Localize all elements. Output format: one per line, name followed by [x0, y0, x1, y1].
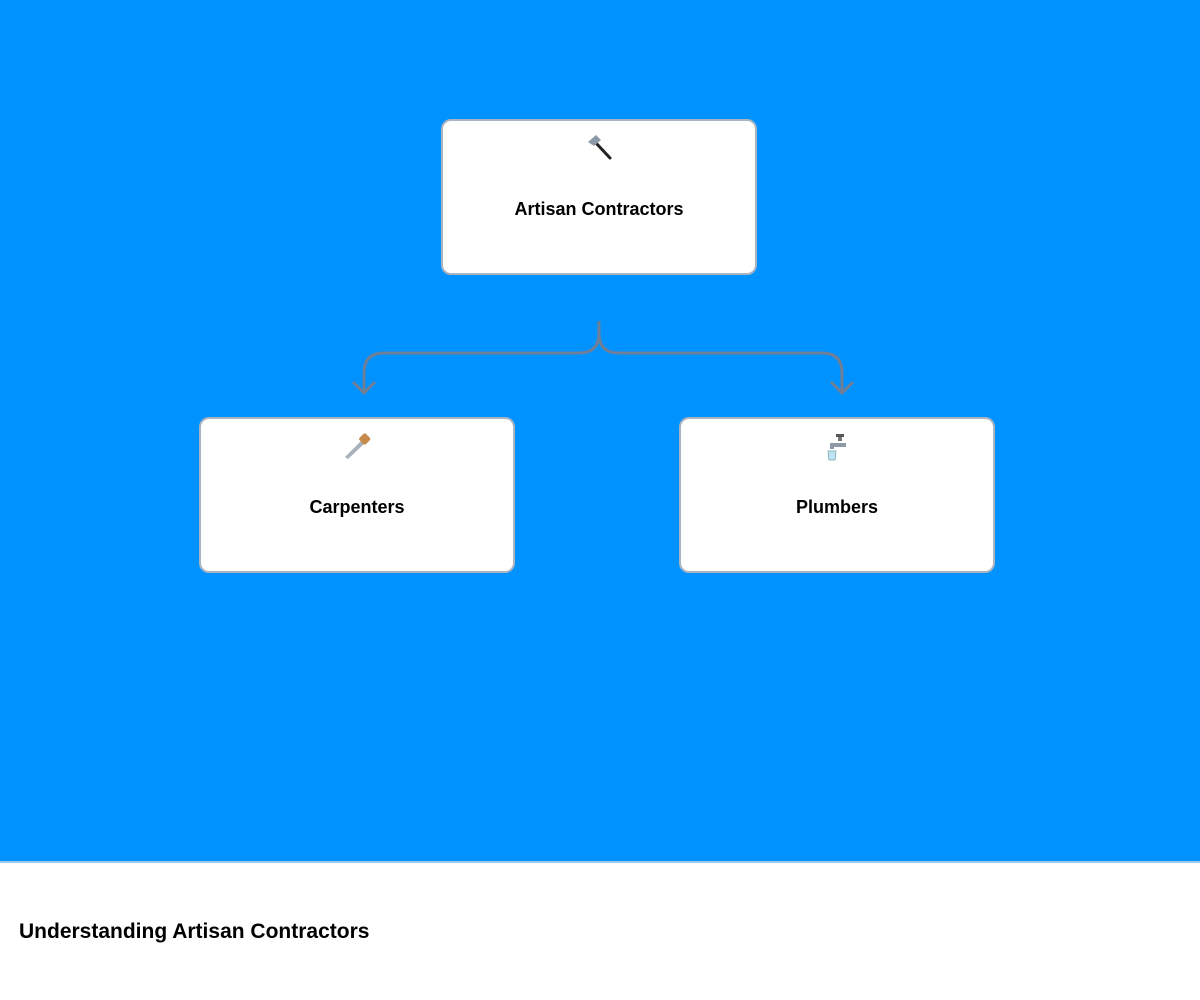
- diagram-canvas: Artisan Contractors Carpenters Plumbers: [0, 0, 1200, 863]
- node-label: Carpenters: [309, 497, 405, 517]
- faucet-icon: [827, 434, 846, 461]
- connector-links: [351, 321, 855, 396]
- node-label: Plumbers: [795, 497, 879, 517]
- arrowhead-plumbers: [829, 380, 855, 396]
- saw-icon: [345, 433, 371, 459]
- link-to-carpenters: [362, 321, 601, 392]
- link-to-plumbers: [597, 321, 844, 392]
- node-artisan-contractors[interactable]: Artisan Contractors: [441, 119, 757, 275]
- section-heading: Understanding Artisan Contractors: [19, 920, 370, 943]
- node-plumbers[interactable]: Plumbers: [679, 417, 995, 573]
- hammer-icon: [588, 135, 612, 160]
- arrowhead-carpenters: [351, 380, 377, 396]
- node-label: Artisan Contractors: [514, 199, 684, 219]
- node-carpenters[interactable]: Carpenters: [199, 417, 515, 573]
